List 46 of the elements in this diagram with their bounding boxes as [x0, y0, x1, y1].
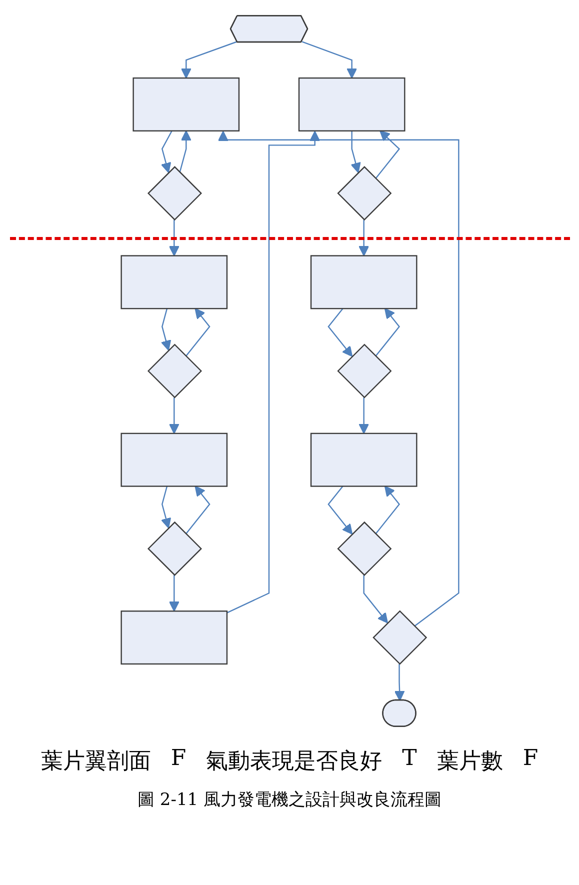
arrow — [358, 220, 369, 256]
decision-diamond — [372, 610, 427, 665]
text-label: 葉片數 — [436, 748, 503, 776]
decision-diamond — [146, 521, 202, 576]
text-label: F — [170, 746, 186, 773]
text-label: 葉片翼剖面 — [40, 748, 151, 776]
decision-diamond — [336, 521, 392, 576]
arrow — [217, 130, 459, 627]
hexagon-node — [229, 15, 308, 43]
arrow — [160, 308, 171, 351]
process-box — [132, 77, 240, 132]
arrow — [362, 575, 388, 624]
decision-diamond — [146, 344, 202, 398]
arrow — [168, 220, 179, 256]
arrow — [184, 486, 210, 534]
process-box — [310, 432, 417, 487]
text-label: 氣動表現是否良好 — [206, 748, 382, 776]
arrow — [301, 41, 357, 79]
arrow — [358, 397, 369, 434]
arrow — [327, 308, 352, 357]
arrow — [168, 575, 179, 612]
decision-diamond — [146, 166, 202, 221]
process-box — [298, 77, 405, 132]
arrow — [374, 486, 400, 534]
arrow — [184, 308, 210, 357]
arrow — [168, 397, 179, 434]
arrow — [226, 130, 320, 614]
process-box — [120, 610, 228, 665]
figure-caption: 圖 2-11 風力發電機之設計與改良流程圖 — [138, 789, 442, 811]
process-box — [120, 255, 228, 310]
arrow — [178, 130, 191, 173]
arrow — [350, 130, 360, 173]
process-box — [120, 432, 228, 487]
process-box — [310, 255, 417, 310]
arrow — [374, 130, 400, 179]
decision-diamond — [336, 166, 392, 221]
decision-diamond — [336, 344, 392, 398]
text-label: T — [402, 746, 417, 773]
arrow — [160, 130, 172, 173]
arrow — [374, 308, 400, 357]
arrow — [394, 664, 404, 702]
terminal-node — [382, 699, 416, 727]
arrow — [180, 41, 237, 79]
text-label: F — [522, 746, 538, 773]
arrow — [327, 486, 352, 534]
arrow — [160, 486, 171, 528]
